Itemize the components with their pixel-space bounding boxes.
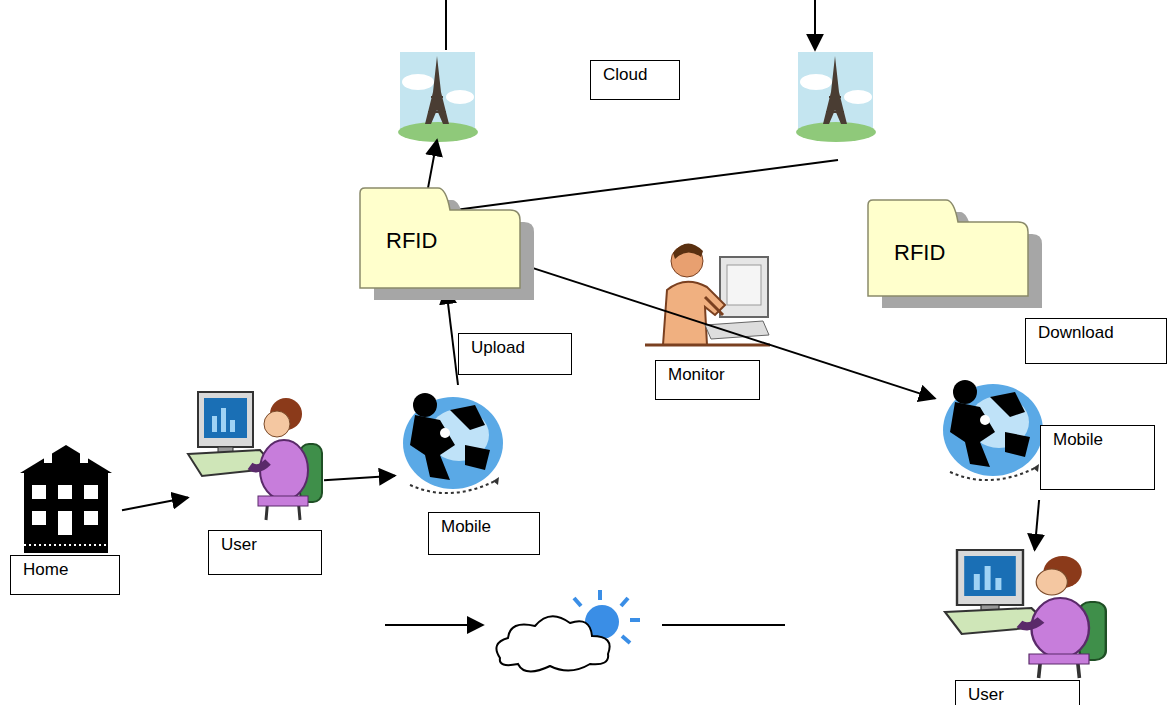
downlink-arrow bbox=[440, 160, 838, 212]
uplink-arrow bbox=[428, 140, 437, 188]
node-label: Monitor bbox=[668, 365, 747, 385]
user-node: User bbox=[188, 392, 324, 577]
feed-arrow bbox=[814, 0, 816, 50]
node-label: User bbox=[955, 680, 1080, 705]
tower-icon bbox=[796, 52, 876, 142]
connector-arrow bbox=[446, 288, 458, 385]
folder-outline bbox=[868, 200, 1028, 296]
user-node: User bbox=[940, 550, 1115, 705]
connector-arrow bbox=[122, 498, 188, 511]
monitor-label-box: Monitor bbox=[655, 360, 760, 400]
node-label: User bbox=[208, 530, 322, 575]
node-label: Download bbox=[1038, 323, 1154, 343]
rfid-folder: RFID bbox=[868, 200, 1028, 296]
node-label: Mobile bbox=[428, 512, 540, 555]
connector-arrow bbox=[324, 476, 395, 481]
node-label: Upload bbox=[471, 338, 559, 358]
node-label: Cloud bbox=[603, 65, 667, 85]
house-icon bbox=[20, 445, 112, 553]
user-icon bbox=[188, 392, 322, 520]
node-label: Home bbox=[10, 555, 120, 595]
node-label: Mobile bbox=[1040, 425, 1155, 490]
download-label-box: Download bbox=[1025, 318, 1167, 364]
tower-icon bbox=[398, 52, 478, 142]
connector-arrow bbox=[1035, 500, 1039, 550]
cloud-label-box: Cloud bbox=[590, 60, 680, 100]
user-icon bbox=[945, 550, 1106, 678]
folder-label: RFID bbox=[386, 228, 437, 254]
folder-outline bbox=[360, 188, 520, 288]
feed-line bbox=[445, 0, 447, 50]
home-node: Home bbox=[10, 445, 122, 597]
arrow-line bbox=[385, 624, 483, 626]
plain-line bbox=[662, 624, 785, 626]
mobile-node: Mobile bbox=[395, 385, 542, 557]
upload-label-box: Upload bbox=[458, 333, 572, 375]
mobile-icon bbox=[403, 393, 503, 493]
mobile-icon bbox=[943, 380, 1043, 480]
folder-label: RFID bbox=[894, 240, 945, 266]
cloud-sun-icon bbox=[496, 590, 640, 672]
mobile-node: Mobile bbox=[935, 368, 1155, 500]
rfid-folder: RFID bbox=[360, 188, 520, 288]
monitor-person-icon bbox=[645, 243, 770, 345]
